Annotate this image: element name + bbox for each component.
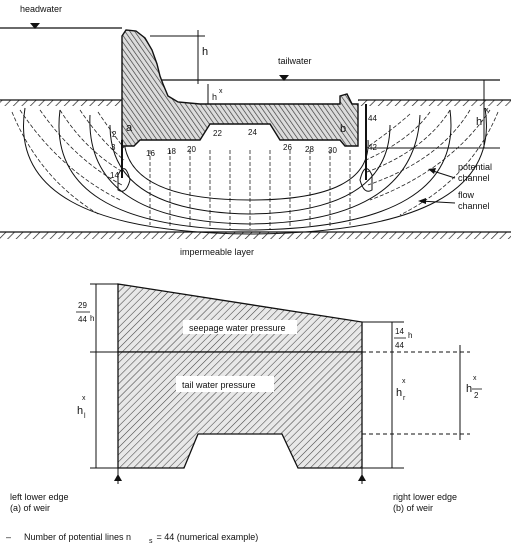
ground-hatch-left [0,100,122,106]
headwater-label: headwater [20,4,62,14]
potential-number-28: 28 [305,145,314,154]
right-edge-label-2: (b) of weir [393,503,433,513]
flow-arrow-head-icon [418,198,426,204]
frac-left-var: h [90,314,94,323]
ground-hatch-right [358,100,511,106]
hx-small-sup: x [219,88,223,95]
tail-label: tail water pressure [182,380,256,390]
h-label: h [202,46,208,58]
potential-number-20: 20 [187,145,196,154]
footnote-sub: s [149,538,153,545]
footnote-rest: = 44 (numerical example) [154,532,258,542]
point-b-label: b [340,123,346,135]
footnote-text: Number of potential lines n [24,532,131,542]
tail-water-pressure-area [117,351,363,469]
tail-label-box [176,376,274,392]
hr-sup: x [402,378,406,385]
hx-right-sup: x [485,107,489,114]
weir-body [121,29,359,147]
frac-left-den: 44 [78,315,87,324]
left-edge-label-1: left lower edge [10,492,69,502]
potential-number-16: 16 [146,149,155,158]
seepage-label: seepage water pressure [189,323,286,333]
hl-label: h [77,405,83,417]
right-edge-label-1: right lower edge [393,492,457,502]
flow-channel-label-2: channel [458,201,490,211]
footnote: – Number of potential lines n s = 44 (nu… [6,532,258,545]
potential-number-26: 26 [283,143,292,152]
left-edge-label-2: (a) of weir [10,503,50,513]
potential-channel-label-1: potential [458,162,492,172]
frac-right-den: 44 [395,341,404,350]
hx-small-label: h [212,92,217,102]
uplift-pressure-diagram: seepage water pressure tail water pressu… [10,283,482,513]
potential-number-18: 18 [167,147,176,156]
hr-sub: r [403,395,406,402]
hl-sub: l [84,413,86,420]
potential-number-24: 24 [248,128,257,137]
frac-right-var: h [408,331,412,340]
impermeable-layer-hatch [0,232,511,239]
flow-channel-label-1: flow [458,190,475,200]
right-edge-arrow-icon [358,474,366,481]
left-edge-arrow-icon [114,474,122,481]
tailwater-label: tailwater [278,56,312,66]
hr-label: h [396,387,402,399]
potential-number-3: 3 [111,143,116,152]
potential-number-14: 14 [110,171,119,180]
h2-den: 2 [474,391,479,400]
tailwater-triangle-icon [279,75,289,81]
frac-left-num: 29 [78,301,87,310]
footnote-dash: – [6,532,11,542]
seepage-pressure-area [117,283,363,353]
potential-number-22: 22 [213,129,222,138]
h2-sup: x [473,375,477,382]
seepage-label-box [183,320,297,334]
potential-number-44: 44 [368,114,377,123]
h2-label: h [466,383,472,395]
impermeable-label: impermeable layer [180,247,254,257]
point-a-label: a [126,122,133,134]
headwater-triangle-icon [30,23,40,29]
hl-sup: x [82,395,86,402]
frac-right-num: 14 [395,327,404,336]
seepage-flow-net: headwater tailwater h h x h x [0,4,511,257]
potential-number-42: 42 [368,143,377,152]
potential-channel-label-2: channel [458,173,490,183]
potential-number-30: 30 [328,146,337,155]
potential-number-2: 2 [112,130,117,139]
potential-arrow-head-icon [428,168,436,174]
hx-right-label: h [476,116,482,128]
